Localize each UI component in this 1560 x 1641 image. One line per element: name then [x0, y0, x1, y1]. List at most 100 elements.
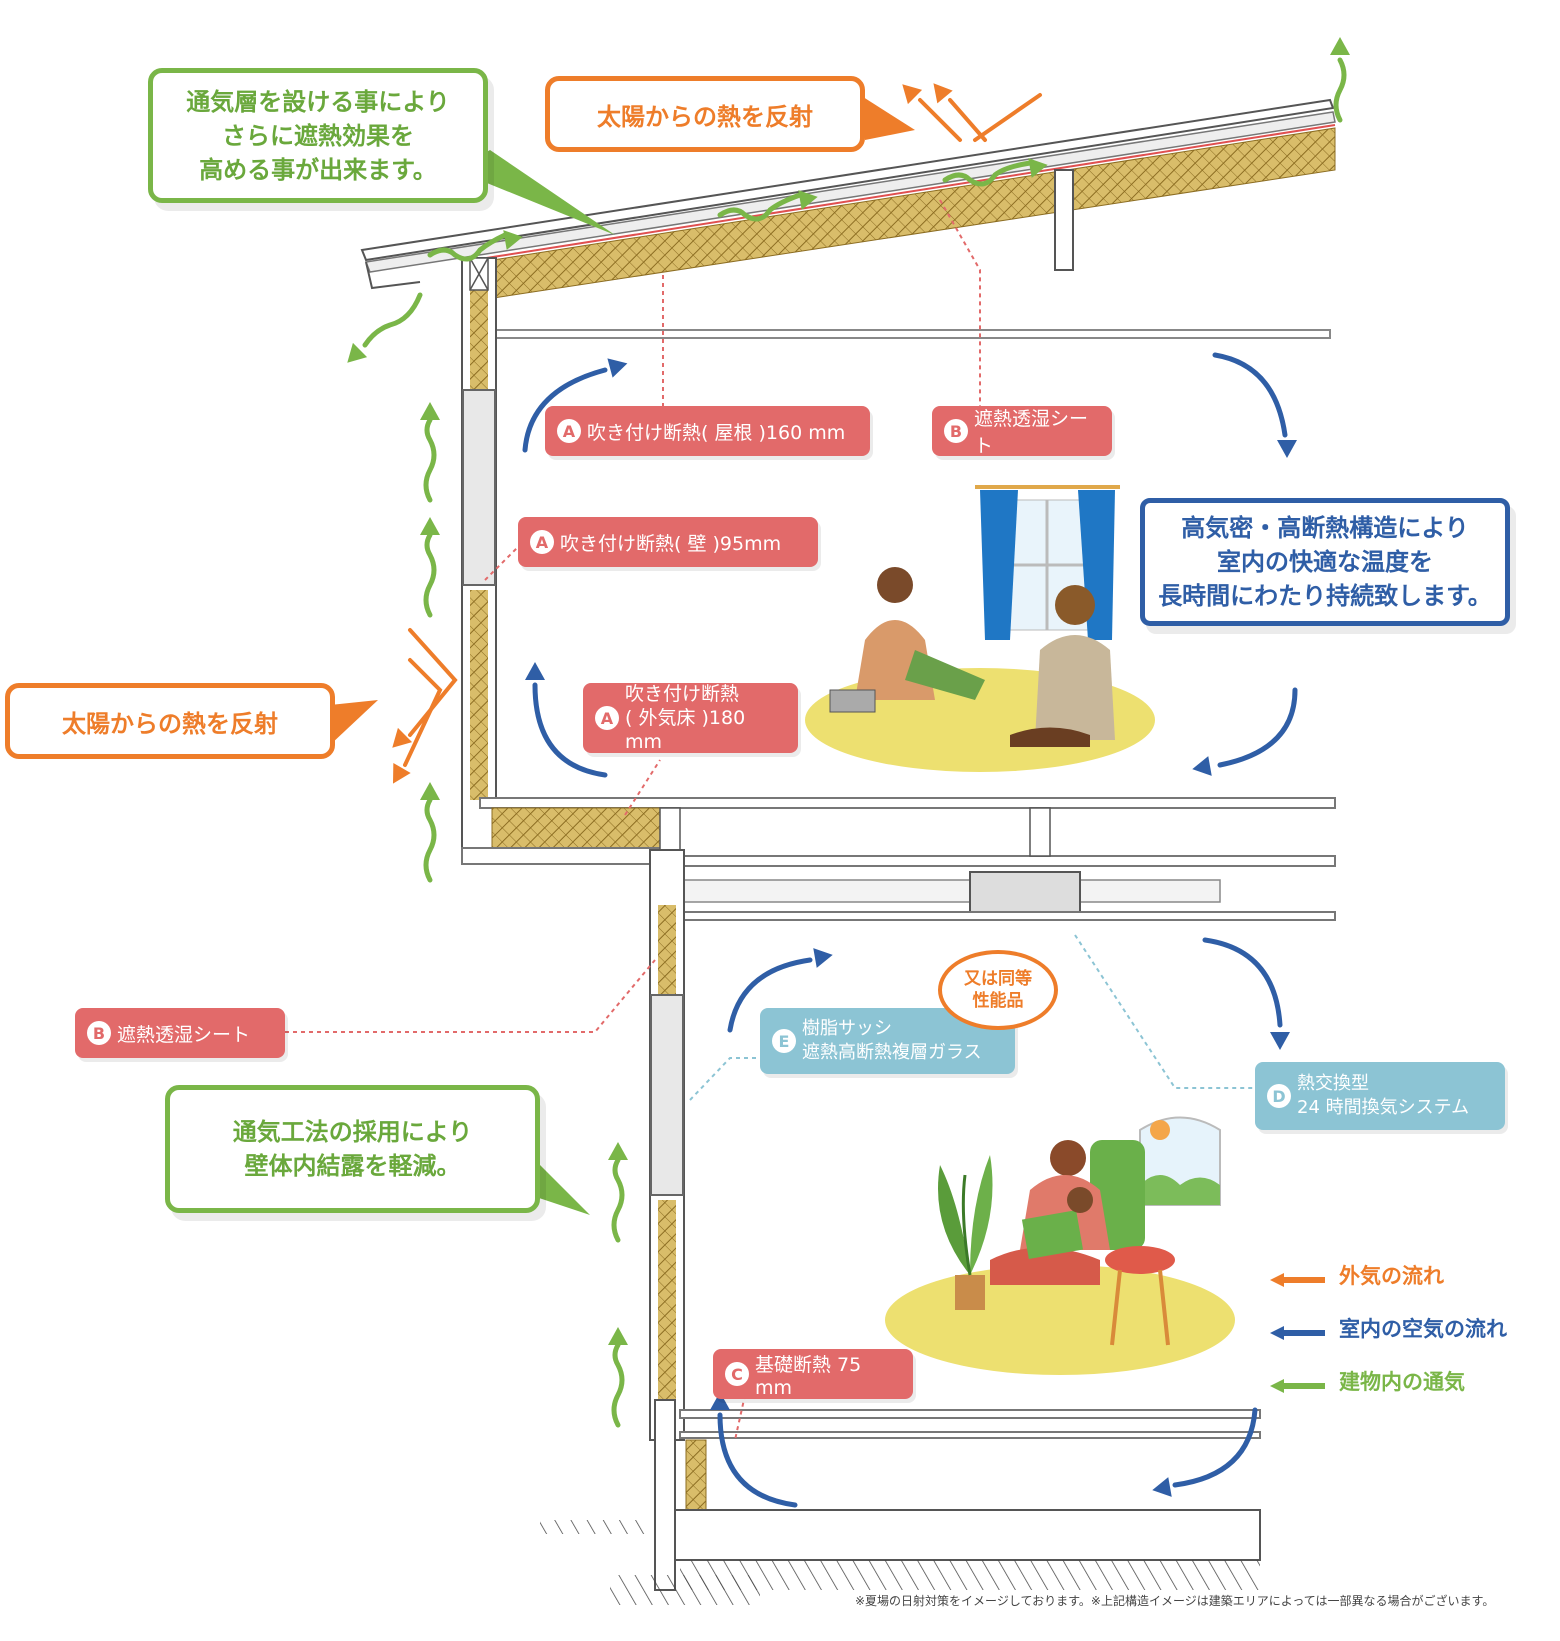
legend-indoor-air: 室内の空気の流れ: [1270, 1313, 1507, 1343]
foundation-text: 基礎断熱 75 mm: [755, 1353, 862, 1399]
wall-insulation-text: 吹き付け断熱( 壁 )95mm: [560, 532, 782, 555]
badge-d-icon: D: [1267, 1084, 1291, 1108]
green-flow-arrow: [611, 1157, 625, 1243]
foundation-insulation: [685, 1439, 707, 1511]
equivalent-line-1: 又は同等: [964, 969, 1032, 989]
sun-reflect-roof-callout: 太陽からの熱を反射: [545, 76, 865, 152]
ventilation-label: D 熱交換型 24 時間換気システム: [1255, 1062, 1505, 1130]
green-flow-arrow-head: [608, 1142, 628, 1160]
potted-plant: [938, 1155, 993, 1310]
green-arrow-icon: [1270, 1374, 1325, 1393]
orange-reflect-head: [933, 83, 953, 104]
airtight-line-3: 長時間にわたり持続致します。: [1158, 582, 1492, 610]
upper-window: [462, 389, 496, 586]
badge-e-icon: E: [772, 1029, 796, 1053]
roof-insulation-label: A 吹き付け断熱( 屋根 )160 mm: [545, 406, 870, 456]
wall-insulation-label: A 吹き付け断熱( 壁 )95mm: [518, 517, 818, 567]
vent-method-callout: 通気工法の採用により 壁体内結露を軽減。: [165, 1085, 540, 1213]
blue-circulation-head: [1152, 1477, 1172, 1497]
upper-ceiling: [489, 329, 1331, 339]
badge-a-icon: A: [530, 530, 554, 554]
legend-outside-air: 外気の流れ: [1270, 1260, 1444, 1290]
green-eave-flow: [362, 292, 423, 348]
green-roof-flow-head: [798, 190, 818, 210]
reading-children: [829, 567, 1115, 747]
orange-wall-ray: [408, 628, 458, 737]
sun-roof-pointer: [860, 95, 915, 140]
green-roof-flow: [717, 192, 803, 222]
ventilation-line-1: 熱交換型: [1297, 1073, 1369, 1094]
lower-window: [650, 994, 684, 1196]
arched-window: [1139, 1116, 1221, 1206]
green-roof-flow-head: [1028, 158, 1048, 178]
legend-building-vent-label: 建物内の通気: [1339, 1370, 1465, 1394]
badge-a-icon: A: [557, 419, 581, 443]
blue-arrow-icon: [1270, 1321, 1325, 1340]
legend-building-vent: 建物内の通気: [1270, 1366, 1465, 1396]
badge-a-icon: A: [595, 706, 619, 730]
blue-circulation-arrow: [1172, 1407, 1258, 1488]
heat-sheet-upper-text: 遮熱透湿シート: [974, 408, 1089, 457]
heat-sheet-upper-label: B 遮熱透湿シート: [932, 406, 1112, 457]
roof-vent-line-2: さらに遮熱効果を: [222, 121, 414, 150]
sash-line-1: 樹脂サッシ: [802, 1018, 892, 1039]
orange-reflect-head: [902, 84, 923, 105]
blue-circulation-head: [1270, 1032, 1290, 1050]
orange-wall-head: [393, 763, 411, 784]
blue-circulation-arrow: [717, 1412, 798, 1508]
airtight-callout: 高気密・高断熱構造により 室内の快適な温度を 長時間にわたり持続致します。: [1140, 498, 1510, 626]
blue-circulation-arrow: [727, 957, 813, 1033]
green-ridge-flow: [1333, 57, 1347, 123]
blue-circulation-head: [710, 1392, 730, 1410]
green-roof-flow-head: [503, 230, 523, 250]
lower-wall: [649, 849, 685, 1441]
sun-reflect-wall-callout: 太陽からの熱を反射: [5, 683, 335, 759]
curtained-window: [975, 485, 1120, 640]
upper-wall: [461, 257, 497, 864]
roof: [360, 98, 1336, 301]
green-eave-flow-head: [347, 342, 368, 363]
orange-arrow-icon: [1270, 1268, 1325, 1287]
footnote: ※夏場の日射対策をイメージしております。※上記構造イメージは建築エリアによっては…: [855, 1594, 1495, 1608]
blue-circulation-head: [1277, 440, 1297, 458]
ventilation-unit: [969, 871, 1081, 913]
heat-sheet-lower-text: 遮熱透湿シート: [117, 1023, 251, 1046]
airtight-line-2: 室内の快適な温度を: [1217, 548, 1433, 576]
floor-insulation-line-2: ( 外気床 )180 mm: [625, 707, 746, 753]
legend-outside-air-label: 外気の流れ: [1339, 1264, 1444, 1288]
green-flow-arrow: [423, 417, 437, 503]
badge-b-icon: B: [87, 1021, 111, 1045]
blue-circulation-arrow: [522, 367, 608, 453]
airtight-line-1: 高気密・高断熱構造により: [1181, 514, 1469, 542]
orange-reflect-ray: [948, 98, 987, 142]
sun-reflect-wall-text: 太陽からの熱を反射: [62, 709, 278, 738]
green-flow-arrow-head: [420, 517, 440, 535]
vent-method-pointer: [530, 1160, 590, 1215]
air-flows: [347, 37, 1350, 1508]
orange-reflect-ray: [918, 98, 962, 142]
equivalent-line-2: 性能品: [972, 991, 1024, 1011]
badge-c-icon: C: [725, 1362, 749, 1386]
vent-method-line-2: 壁体内結露を軽減。: [244, 1152, 461, 1180]
blue-circulation-head: [607, 358, 628, 378]
badge-b-icon: B: [944, 419, 968, 443]
orange-wall-head: [392, 727, 413, 748]
foundation-label: C 基礎断熱 75 mm: [713, 1349, 913, 1399]
orange-reflect-ray: [973, 93, 1042, 142]
middle-floor: [461, 797, 1336, 921]
blue-circulation-head: [525, 662, 545, 680]
green-flow-arrow-head: [420, 782, 440, 800]
green-roof-flow: [427, 232, 508, 262]
floor-insulation-label: A 吹き付け断熱 ( 外気床 )180 mm: [583, 683, 798, 753]
vent-method-line-1: 通気工法の採用により: [232, 1118, 473, 1146]
mother-and-child: [990, 1140, 1175, 1346]
green-flow-arrow-head: [420, 402, 440, 420]
ground-floor: [540, 1399, 1261, 1605]
roof-vent-line-1: 通気層を設ける事により: [186, 87, 450, 116]
blue-circulation-arrow: [1217, 687, 1298, 768]
ventilation-line-2: 24 時間換気システム: [1297, 1097, 1470, 1118]
sash-line-2: 遮熱高断熱複層ガラス: [802, 1042, 982, 1063]
green-flow-arrow: [423, 532, 437, 618]
sun-reflect-roof-text: 太陽からの熱を反射: [597, 102, 813, 131]
